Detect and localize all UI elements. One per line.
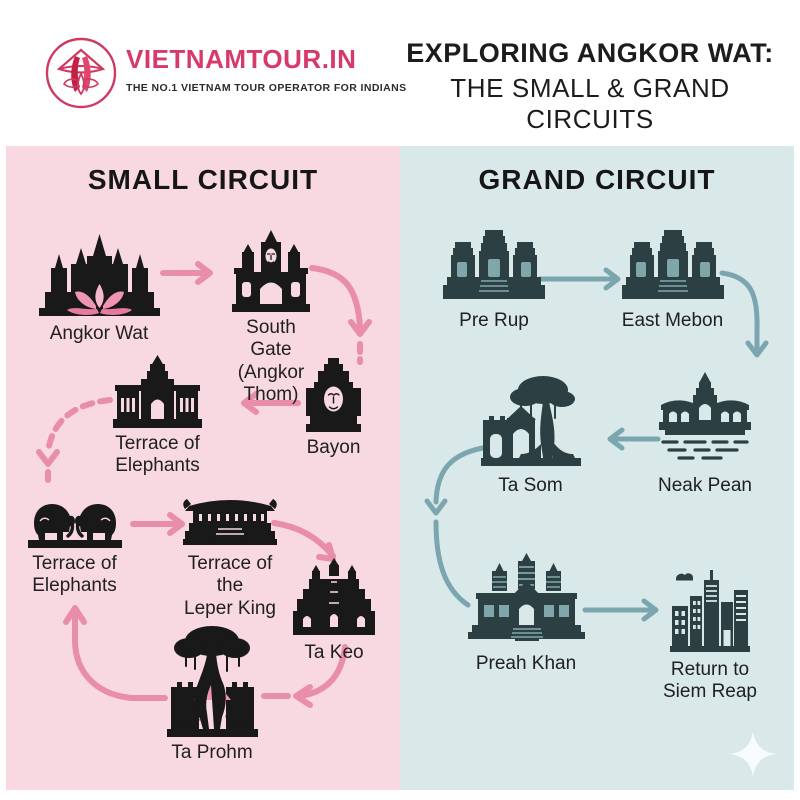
leper-king-terrace-icon <box>183 499 277 545</box>
node-south-gate: South Gate (Angkor Thom) <box>225 230 317 407</box>
east-mebon-temple-icon <box>621 229 724 300</box>
node-label: Terrace of Elephants <box>115 433 200 477</box>
node-label: South Gate (Angkor Thom) <box>237 317 305 406</box>
node-label: Ta Prohm <box>171 742 253 763</box>
neak-pean-water-temple-icon <box>659 372 751 460</box>
node-label: Return to Siem Reap <box>663 659 757 703</box>
node-ta-som: Ta Som <box>478 372 583 497</box>
node-label: Terrace of Elephants <box>32 553 117 597</box>
node-label: Neak Pean <box>657 475 752 496</box>
brand-name: VIETNAMTOUR.IN <box>126 44 357 74</box>
terrace-temple-icon <box>113 355 202 428</box>
page-title: EXPLORING ANGKOR WAT: THE SMALL & GRAND … <box>388 38 792 135</box>
lotus-icon <box>66 284 132 315</box>
sparkle-icon <box>730 731 776 777</box>
node-preah-khan: Preah Khan <box>462 553 590 675</box>
ta-prohm-tree-temple-icon <box>166 626 258 737</box>
node-label: Bayon <box>306 437 361 458</box>
node-pre-rup: Pre Rup <box>440 228 548 332</box>
ta-som-tree-gate-icon <box>480 376 581 466</box>
node-terrace-of-elephants: Terrace of Elephants <box>22 488 127 598</box>
node-angkor-wat: Angkor Wat <box>35 228 163 345</box>
node-label: East Mebon <box>621 310 724 331</box>
node-label: Angkor Wat <box>49 323 149 344</box>
small-circuit-panel: SMALL CIRCUIT <box>6 146 400 790</box>
node-label: Pre Rup <box>459 310 529 331</box>
vietnamtour-logo-icon <box>45 37 117 109</box>
bayon-face-tower-icon <box>306 358 361 432</box>
node-label: Preah Khan <box>475 653 577 674</box>
node-terrace-of-elephants-temple: Terrace of Elephants <box>110 355 205 478</box>
arrow-eastmebon-neakpean <box>719 270 760 352</box>
south-gate-icon <box>232 230 310 312</box>
node-neak-pean: Neak Pean <box>650 372 760 497</box>
city-skyline-icon <box>670 570 750 652</box>
brand-tagline: THE NO.1 VIETNAM TOUR OPERATOR FOR INDIA… <box>126 82 407 94</box>
node-ta-keo: Ta Keo <box>288 558 380 664</box>
header: VIETNAMTOUR.IN THE NO.1 VIETNAM TOUR OPE… <box>0 0 800 146</box>
node-ta-prohm: Ta Prohm <box>162 625 262 764</box>
page-title-line1: EXPLORING ANGKOR WAT: <box>406 38 774 68</box>
node-label: Ta Som <box>498 475 563 496</box>
small-circuit-heading: SMALL CIRCUIT <box>87 164 319 195</box>
elephants-icon <box>27 502 122 548</box>
node-east-mebon: East Mebon <box>620 228 725 332</box>
node-label: Terrace of the Leper King <box>184 553 276 619</box>
grand-circuit-panel: GRAND CIRCUIT <box>400 146 794 790</box>
node-label: Ta Keo <box>304 642 364 663</box>
node-return-to-siem-reap: Return to Siem Reap <box>660 568 760 704</box>
node-terrace-of-the-leper-king: Terrace of the Leper King <box>175 492 285 620</box>
page-title-line2: THE SMALL & GRAND CIRCUITS <box>450 73 730 134</box>
ta-keo-pyramid-icon <box>293 558 375 635</box>
grand-circuit-heading: GRAND CIRCUIT <box>478 164 716 195</box>
arrow-terrace-elephants <box>45 397 113 455</box>
arrow-taprohm-return <box>72 611 168 701</box>
node-bayon: Bayon <box>296 358 371 459</box>
pre-rup-temple-icon <box>443 230 545 299</box>
preah-khan-temple-icon <box>467 553 585 641</box>
angkor-wat-temple-icon <box>38 234 160 316</box>
arrow-southgate-bayon <box>309 265 363 331</box>
